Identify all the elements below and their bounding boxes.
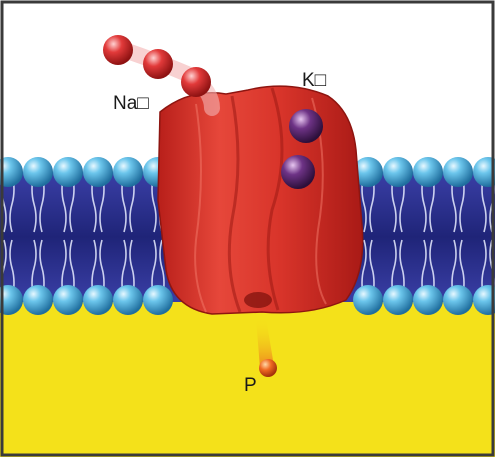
sodium-label: Na□ — [113, 93, 149, 114]
lipid-head — [353, 285, 383, 315]
lipid-head — [23, 157, 53, 187]
potassium-ion — [281, 155, 315, 189]
sodium-ion — [103, 35, 133, 65]
lipid-head — [143, 285, 173, 315]
phosphate-sphere — [259, 359, 277, 377]
lipid-head — [443, 285, 473, 315]
lipid-head — [383, 157, 413, 187]
potassium-label: K□ — [302, 70, 327, 91]
phosphate-label: P — [244, 375, 257, 396]
lipid-head — [23, 285, 53, 315]
sodium-ion — [143, 49, 173, 79]
lipid-head — [413, 157, 443, 187]
lipid-head — [383, 285, 413, 315]
pump-protein — [158, 86, 363, 314]
lipid-head — [53, 285, 83, 315]
potassium-ion — [289, 109, 323, 143]
lipid-head — [113, 285, 143, 315]
lipid-head — [113, 157, 143, 187]
lipid-head — [83, 285, 113, 315]
sodium-ion — [181, 67, 211, 97]
lipid-head — [413, 285, 443, 315]
lipid-head — [443, 157, 473, 187]
lipid-head — [83, 157, 113, 187]
lipid-head — [53, 157, 83, 187]
